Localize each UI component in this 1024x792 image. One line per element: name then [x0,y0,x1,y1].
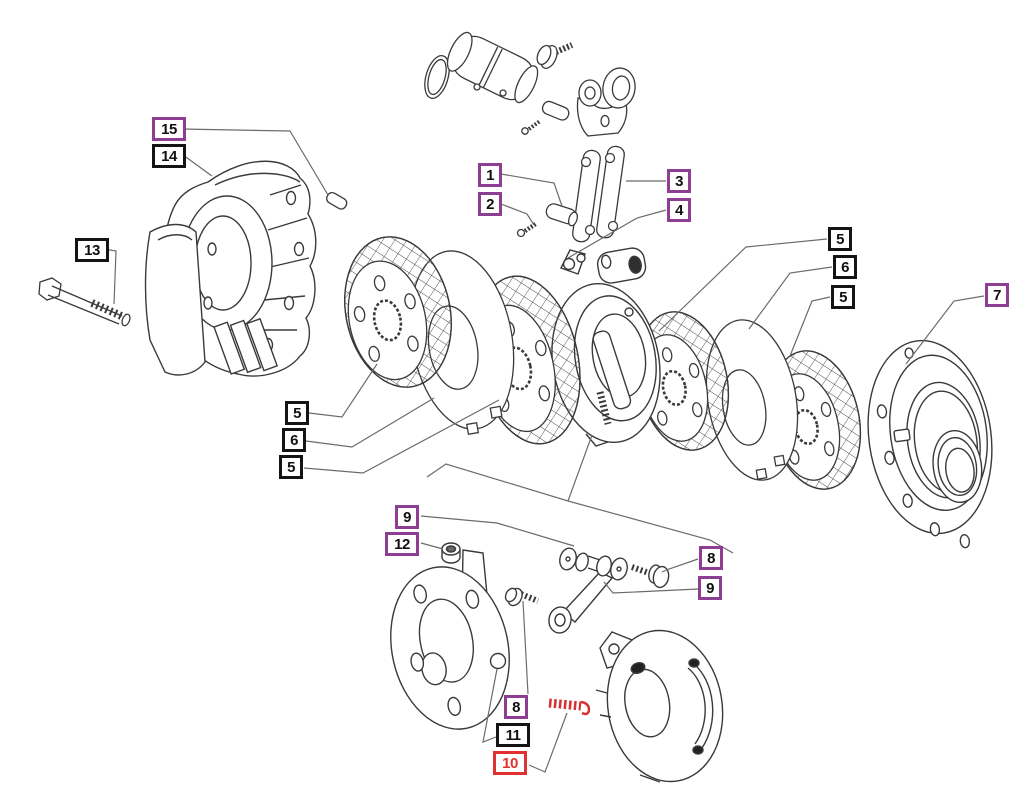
pointer-tail-line [567,500,734,554]
leader-12 [420,542,444,550]
brake-linkage [548,547,628,634]
pointer-check-line [426,434,593,502]
bolt-right [631,564,670,589]
adjuster-nut [441,542,461,564]
top-hardware [424,31,636,243]
cam-plate [595,629,724,783]
callout-5c[interactable]: 5 [285,401,309,425]
leader-10 [528,712,568,773]
long-bolt-13 [38,277,131,327]
callout-12[interactable]: 12 [385,532,419,556]
upper-pin [541,100,570,121]
leader-7 [905,295,985,365]
leader-9-left [420,515,575,547]
leader-5-left-bottom [303,399,500,474]
callout-8b[interactable]: 8 [504,695,528,719]
callout-11[interactable]: 11 [496,723,530,747]
callout-6b[interactable]: 6 [282,428,306,452]
callout-8a[interactable]: 8 [699,546,723,570]
callout-6a[interactable]: 6 [833,255,857,279]
callout-1[interactable]: 1 [478,163,502,187]
callout-14[interactable]: 14 [152,144,186,168]
friction-disc-left-1 [344,236,452,388]
callout-10[interactable]: 10 [493,751,527,775]
leader-14 [182,154,213,177]
small-pin-15 [326,191,348,210]
callout-9a[interactable]: 9 [395,505,419,529]
leader-5-mid-right [789,296,831,357]
bolt-mid [504,587,540,607]
link-bars [572,145,625,243]
leader-4 [567,209,667,259]
callout-5b[interactable]: 5 [831,285,855,309]
clevis-screw [516,221,539,238]
housing-part [144,160,317,377]
callout-5a[interactable]: 5 [828,227,852,251]
return-spring [548,698,591,716]
leader-11 [482,668,498,743]
clevis-eye [576,67,636,137]
callout-13[interactable]: 13 [75,238,109,262]
hub-part [867,339,993,549]
leader-5-top-right [658,238,828,332]
leader-6-right [748,266,833,330]
bottom-hardware [390,542,724,783]
backing-plate [390,549,510,730]
leader-15 [180,128,329,196]
callout-9b[interactable]: 9 [698,576,722,600]
upper-screw [521,119,542,135]
top-bolt [536,42,574,69]
leader-2 [500,203,535,226]
brake-pad-stack [213,317,279,375]
leader-1 [500,173,563,207]
callout-4[interactable]: 4 [667,198,691,222]
callout-2[interactable]: 2 [478,192,502,216]
leader-8-bottom [522,600,529,695]
leader-5-left-top [308,363,378,418]
callout-15[interactable]: 15 [152,117,186,141]
callout-3[interactable]: 3 [667,169,691,193]
pivot-ball [489,652,507,670]
housing-band [144,223,206,376]
separator-plate-right [705,319,799,481]
callout-7[interactable]: 7 [985,283,1009,307]
callout-5d[interactable]: 5 [279,455,303,479]
leader-lines [103,128,985,773]
sleeve-tube [446,31,539,104]
leader-6-left [305,397,435,448]
o-ring [424,54,450,100]
leader-9-right [603,581,699,594]
leader-8-right [661,558,699,573]
